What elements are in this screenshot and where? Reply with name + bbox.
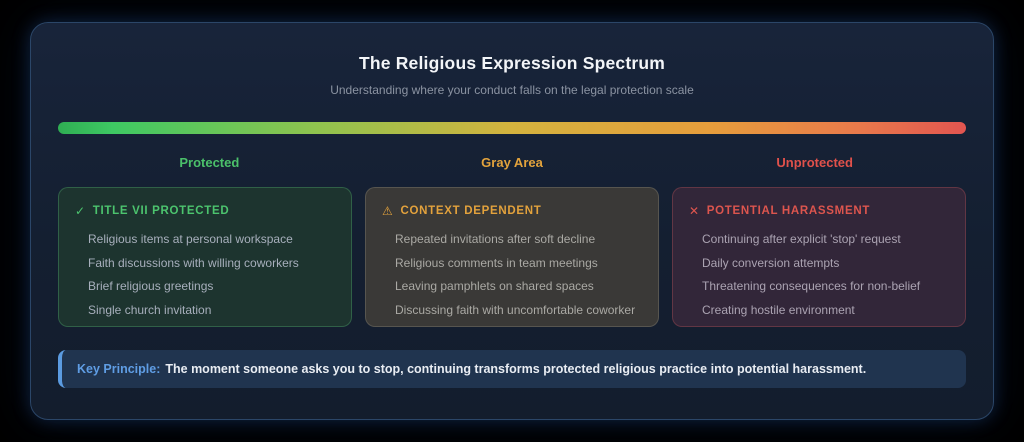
- list-item: Religious items at personal workspace: [88, 232, 293, 246]
- list-item: Faith discussions with willing coworkers: [88, 255, 299, 270]
- check-icon: ✓: [75, 204, 86, 218]
- list-item: Single church invitation: [88, 302, 212, 317]
- list-item: Leaving pamphlets on shared spaces: [395, 279, 594, 293]
- card-context-dependent: ⚠ CONTEXT DEPENDENT Repeated invitations…: [365, 187, 659, 327]
- card-header: ✕ POTENTIAL HARASSMENT: [689, 204, 949, 218]
- card-title: TITLE VII PROTECTED: [92, 205, 230, 217]
- card-title: CONTEXT DEPENDENT: [400, 205, 542, 217]
- list-item: Daily conversion attempts: [702, 255, 840, 270]
- card-item-list: Religious items at personal workspace Fa…: [75, 232, 335, 317]
- card-header: ⚠ CONTEXT DEPENDENT: [382, 204, 642, 218]
- key-principle-text: The moment someone asks you to stop, con…: [165, 362, 867, 376]
- zone-labels-row: Protected Gray Area Unprotected: [58, 155, 966, 170]
- key-principle-banner: Key Principle: The moment someone asks y…: [58, 350, 966, 388]
- zone-label-protected: Protected: [179, 155, 240, 170]
- card-item-list: Continuing after explicit 'stop' request…: [689, 232, 949, 317]
- spectrum-panel: The Religious Expression Spectrum Unders…: [30, 22, 994, 420]
- list-item: Religious comments in team meetings: [395, 255, 598, 270]
- card-item-list: Repeated invitations after soft decline …: [382, 232, 642, 317]
- zone-label-unprotected: Unprotected: [776, 155, 853, 170]
- card-header: ✓ TITLE VII PROTECTED: [75, 204, 335, 218]
- list-item: Continuing after explicit 'stop' request: [702, 232, 901, 246]
- page-title: The Religious Expression Spectrum: [358, 53, 666, 73]
- card-potential-harassment: ✕ POTENTIAL HARASSMENT Continuing after …: [672, 187, 966, 327]
- zone-label-gray-area: Gray Area: [481, 155, 543, 170]
- spectrum-gradient-bar: [58, 122, 966, 134]
- list-item: Threatening consequences for non-belief: [702, 279, 921, 293]
- key-principle-label: Key Principle:: [77, 362, 161, 376]
- cards-row: ✓ TITLE VII PROTECTED Religious items at…: [58, 187, 966, 327]
- list-item: Creating hostile environment: [702, 302, 855, 317]
- list-item: Discussing faith with uncomfortable cowo…: [395, 302, 636, 317]
- page-subtitle: Understanding where your conduct falls o…: [330, 83, 694, 97]
- list-item: Repeated invitations after soft decline: [395, 232, 596, 246]
- x-icon: ✕: [689, 204, 700, 218]
- warning-icon: ⚠: [382, 204, 394, 218]
- list-item: Brief religious greetings: [88, 279, 214, 293]
- card-title-vii-protected: ✓ TITLE VII PROTECTED Religious items at…: [58, 187, 352, 327]
- card-title: POTENTIAL HARASSMENT: [706, 205, 871, 217]
